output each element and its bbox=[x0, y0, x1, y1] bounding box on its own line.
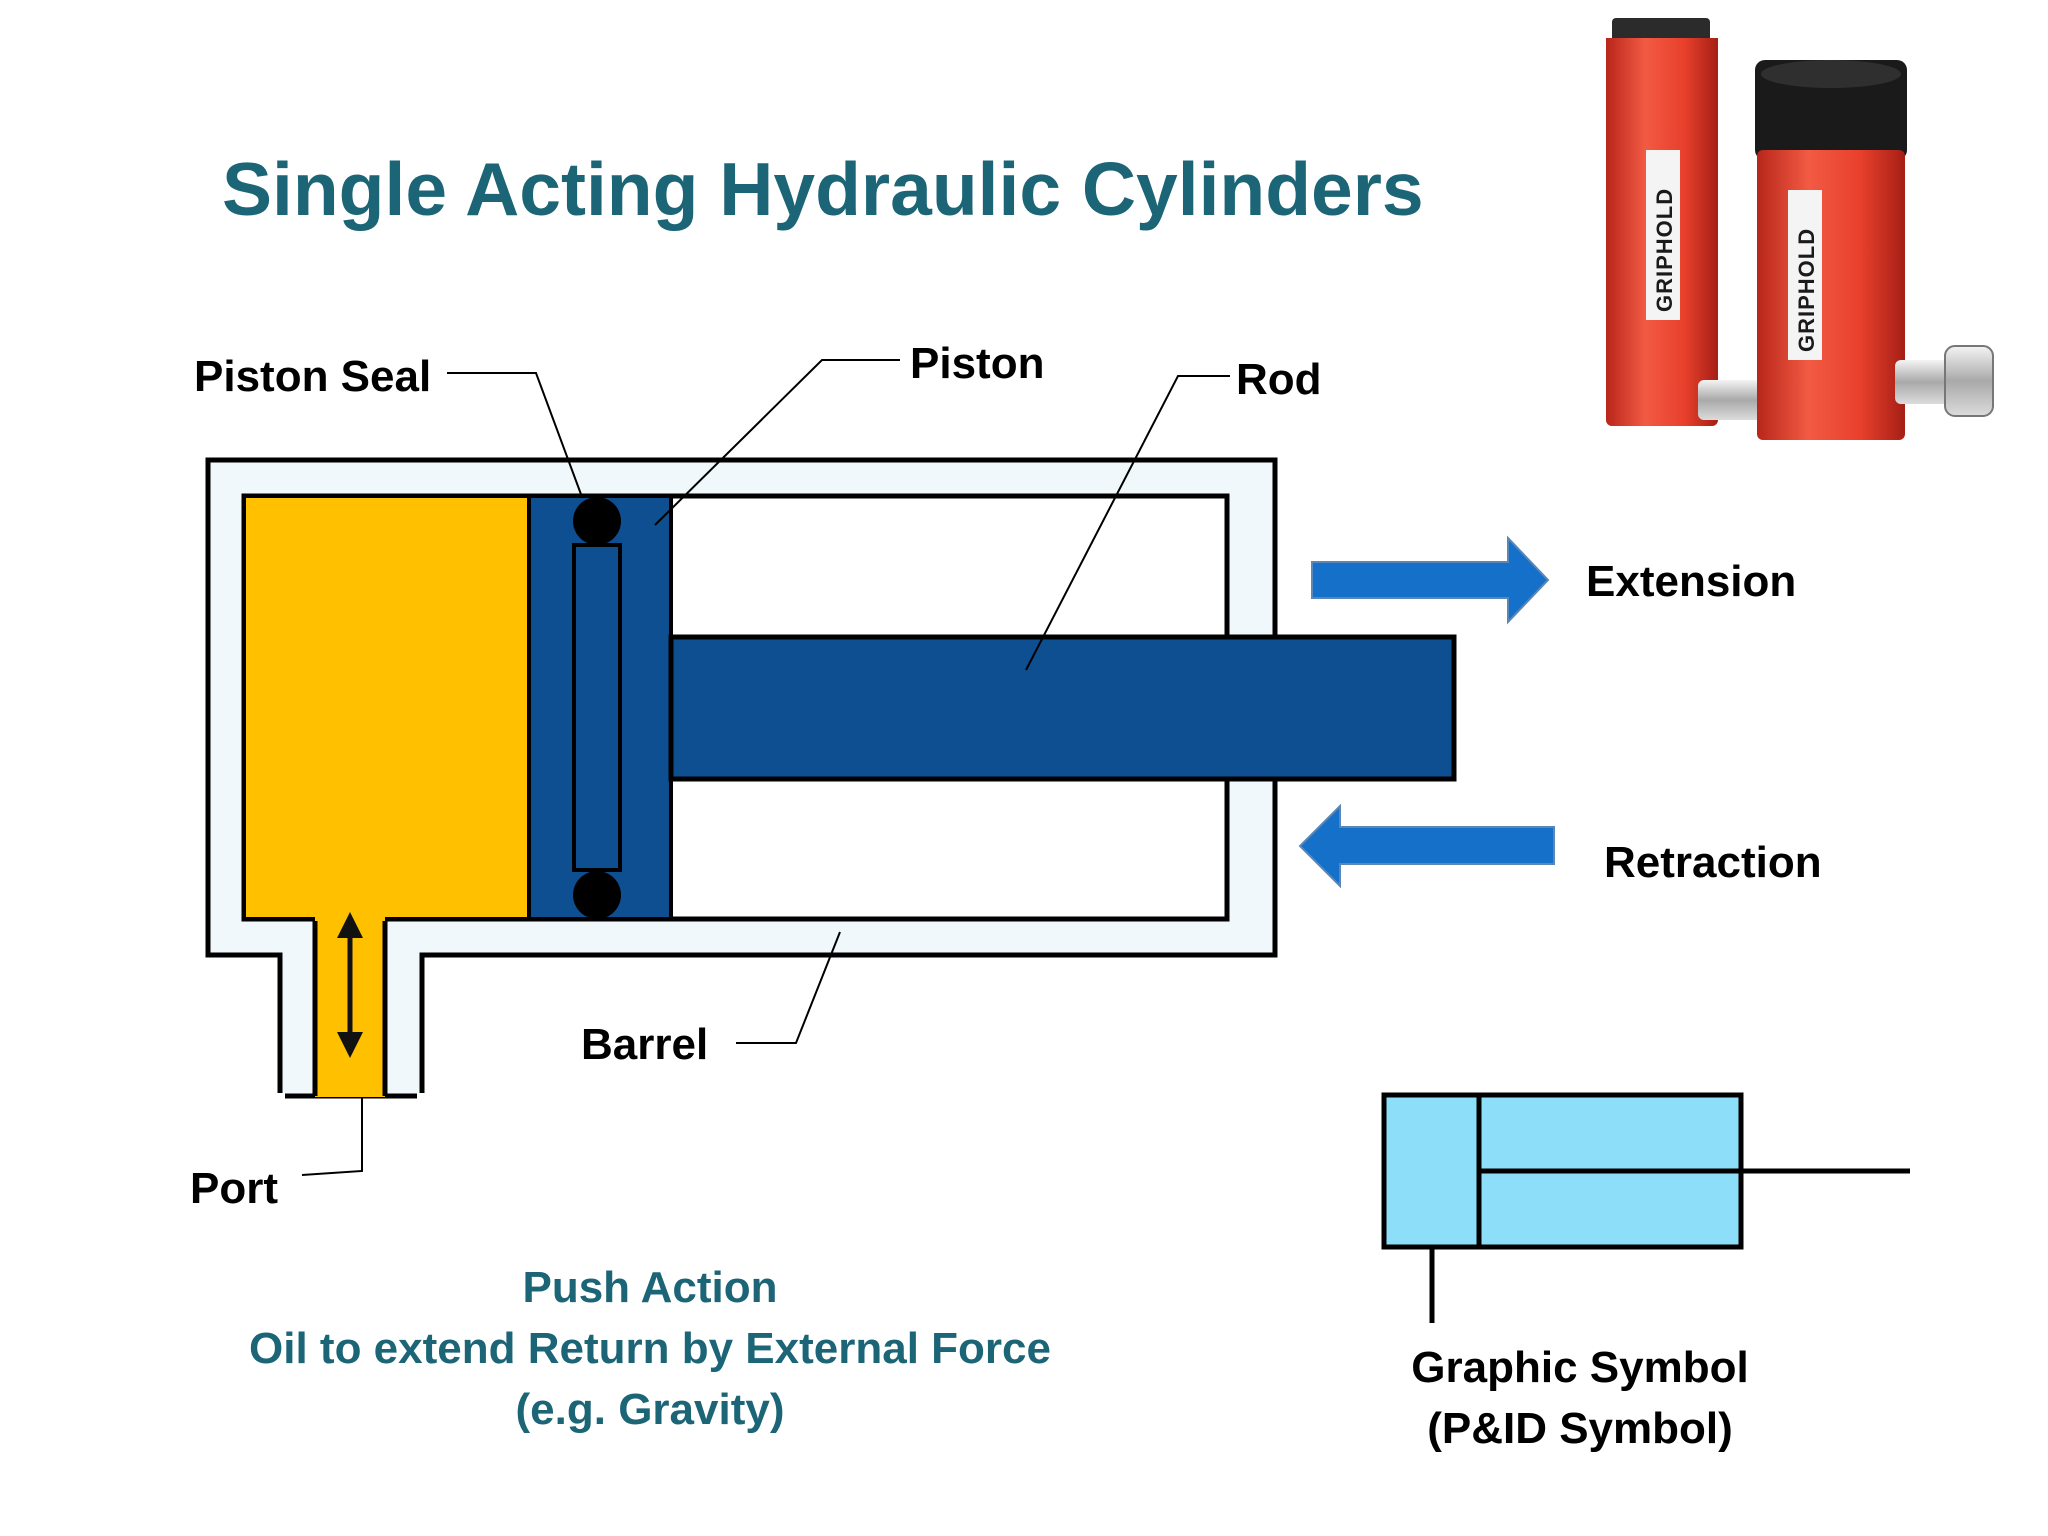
arrow-left-icon bbox=[1298, 803, 1555, 889]
leader-lines bbox=[301, 359, 1230, 1176]
arrow-right-icon bbox=[1311, 535, 1550, 625]
piston-seal-top bbox=[573, 497, 621, 545]
rod bbox=[668, 634, 1457, 782]
cylinder-left: GRIPHOLD bbox=[1606, 18, 1811, 433]
leader-port bbox=[301, 1098, 363, 1176]
leader-piston bbox=[654, 359, 900, 526]
leader-piston-seal bbox=[447, 372, 583, 498]
label-piston-seal: Piston Seal bbox=[194, 352, 431, 401]
label-extension: Extension bbox=[1586, 557, 1796, 606]
label-piston: Piston bbox=[910, 339, 1044, 388]
caption-line-1: Push Action bbox=[522, 1263, 777, 1312]
label-port: Port bbox=[190, 1164, 278, 1213]
symbol-caption: Graphic Symbol (P&ID Symbol) bbox=[1411, 1343, 1748, 1453]
caption-line-3: (e.g. Gravity) bbox=[516, 1385, 785, 1434]
label-rod: Rod bbox=[1236, 355, 1322, 404]
brand-label-right: GRIPHOLD bbox=[1794, 228, 1819, 352]
pid-symbol bbox=[1381, 1092, 1910, 1323]
caption: Push Action Oil to extend Return by Exte… bbox=[249, 1263, 1051, 1434]
caption-line-2: Oil to extend Return by External Force bbox=[249, 1324, 1051, 1373]
symbol-caption-line-1: Graphic Symbol bbox=[1411, 1343, 1748, 1392]
label-retraction: Retraction bbox=[1604, 838, 1822, 887]
symbol-caption-line-2: (P&ID Symbol) bbox=[1427, 1404, 1733, 1453]
label-barrel: Barrel bbox=[581, 1020, 708, 1069]
page-title: Single Acting Hydraulic Cylinders bbox=[222, 147, 1424, 231]
double-arrow-vertical-icon bbox=[337, 912, 363, 1058]
cylinder-right: GRIPHOLD bbox=[1755, 60, 1994, 440]
piston-seal-groove bbox=[572, 543, 622, 872]
oil-chamber bbox=[242, 494, 531, 921]
leader-rod bbox=[1025, 375, 1230, 671]
leader-barrel bbox=[736, 931, 841, 1044]
piston-seal-bottom bbox=[573, 871, 621, 919]
product-photo: GRIPHOLD GRIPHOLD bbox=[1606, 18, 1994, 440]
brand-label-left: GRIPHOLD bbox=[1652, 188, 1677, 312]
